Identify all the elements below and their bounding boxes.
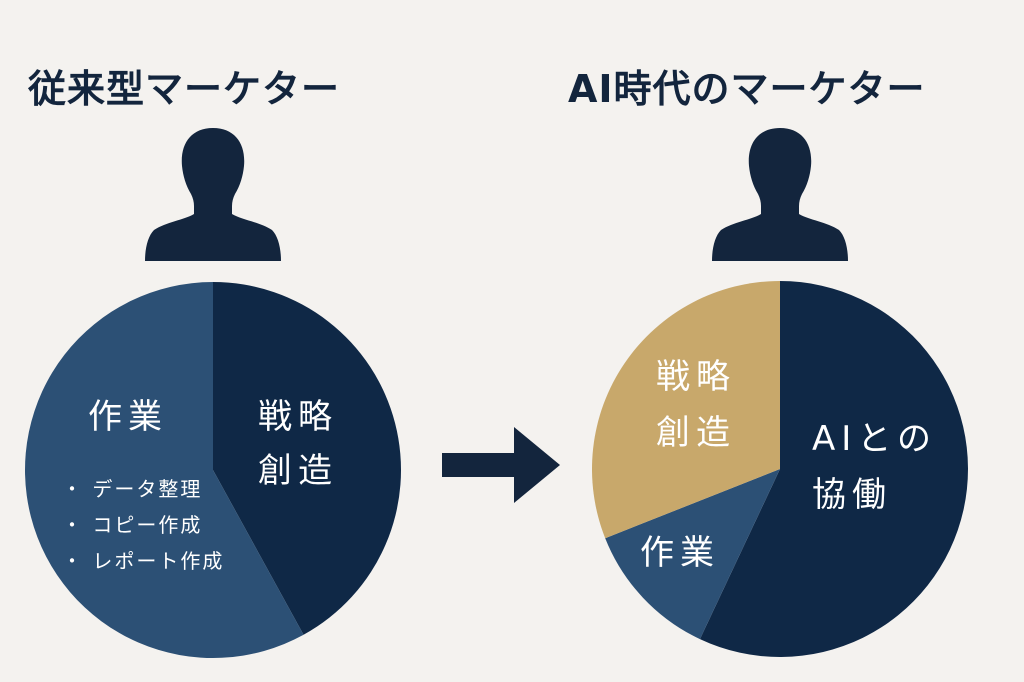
label-strategy: 戦略: [656, 357, 736, 397]
work-item: ・ コピー作成: [62, 513, 203, 537]
pie-slice: [24, 282, 304, 658]
label-strategy: 戦略: [258, 397, 338, 437]
label-creation: 創造: [656, 413, 736, 453]
person-icon: [145, 128, 281, 261]
pie-slice: [699, 281, 969, 657]
label-work: 作業: [640, 533, 720, 573]
label-work: 作業: [88, 397, 168, 437]
pie-slice: [605, 469, 780, 640]
title-ai-era-marketer: AI時代のマーケター: [568, 67, 926, 111]
work-item: ・ レポート作成: [62, 549, 225, 573]
pie-slice: [213, 282, 401, 635]
work-item: ・ データ整理: [62, 477, 203, 501]
label-ai: AIとの: [812, 419, 937, 459]
person-icon: [712, 128, 848, 261]
label-creation: 創造: [258, 451, 338, 491]
label-collaboration: 協働: [812, 475, 892, 515]
arrow-right-icon: [442, 427, 560, 503]
pie-slice: [592, 281, 780, 539]
title-traditional-marketer: 従来型マーケター: [28, 67, 341, 111]
